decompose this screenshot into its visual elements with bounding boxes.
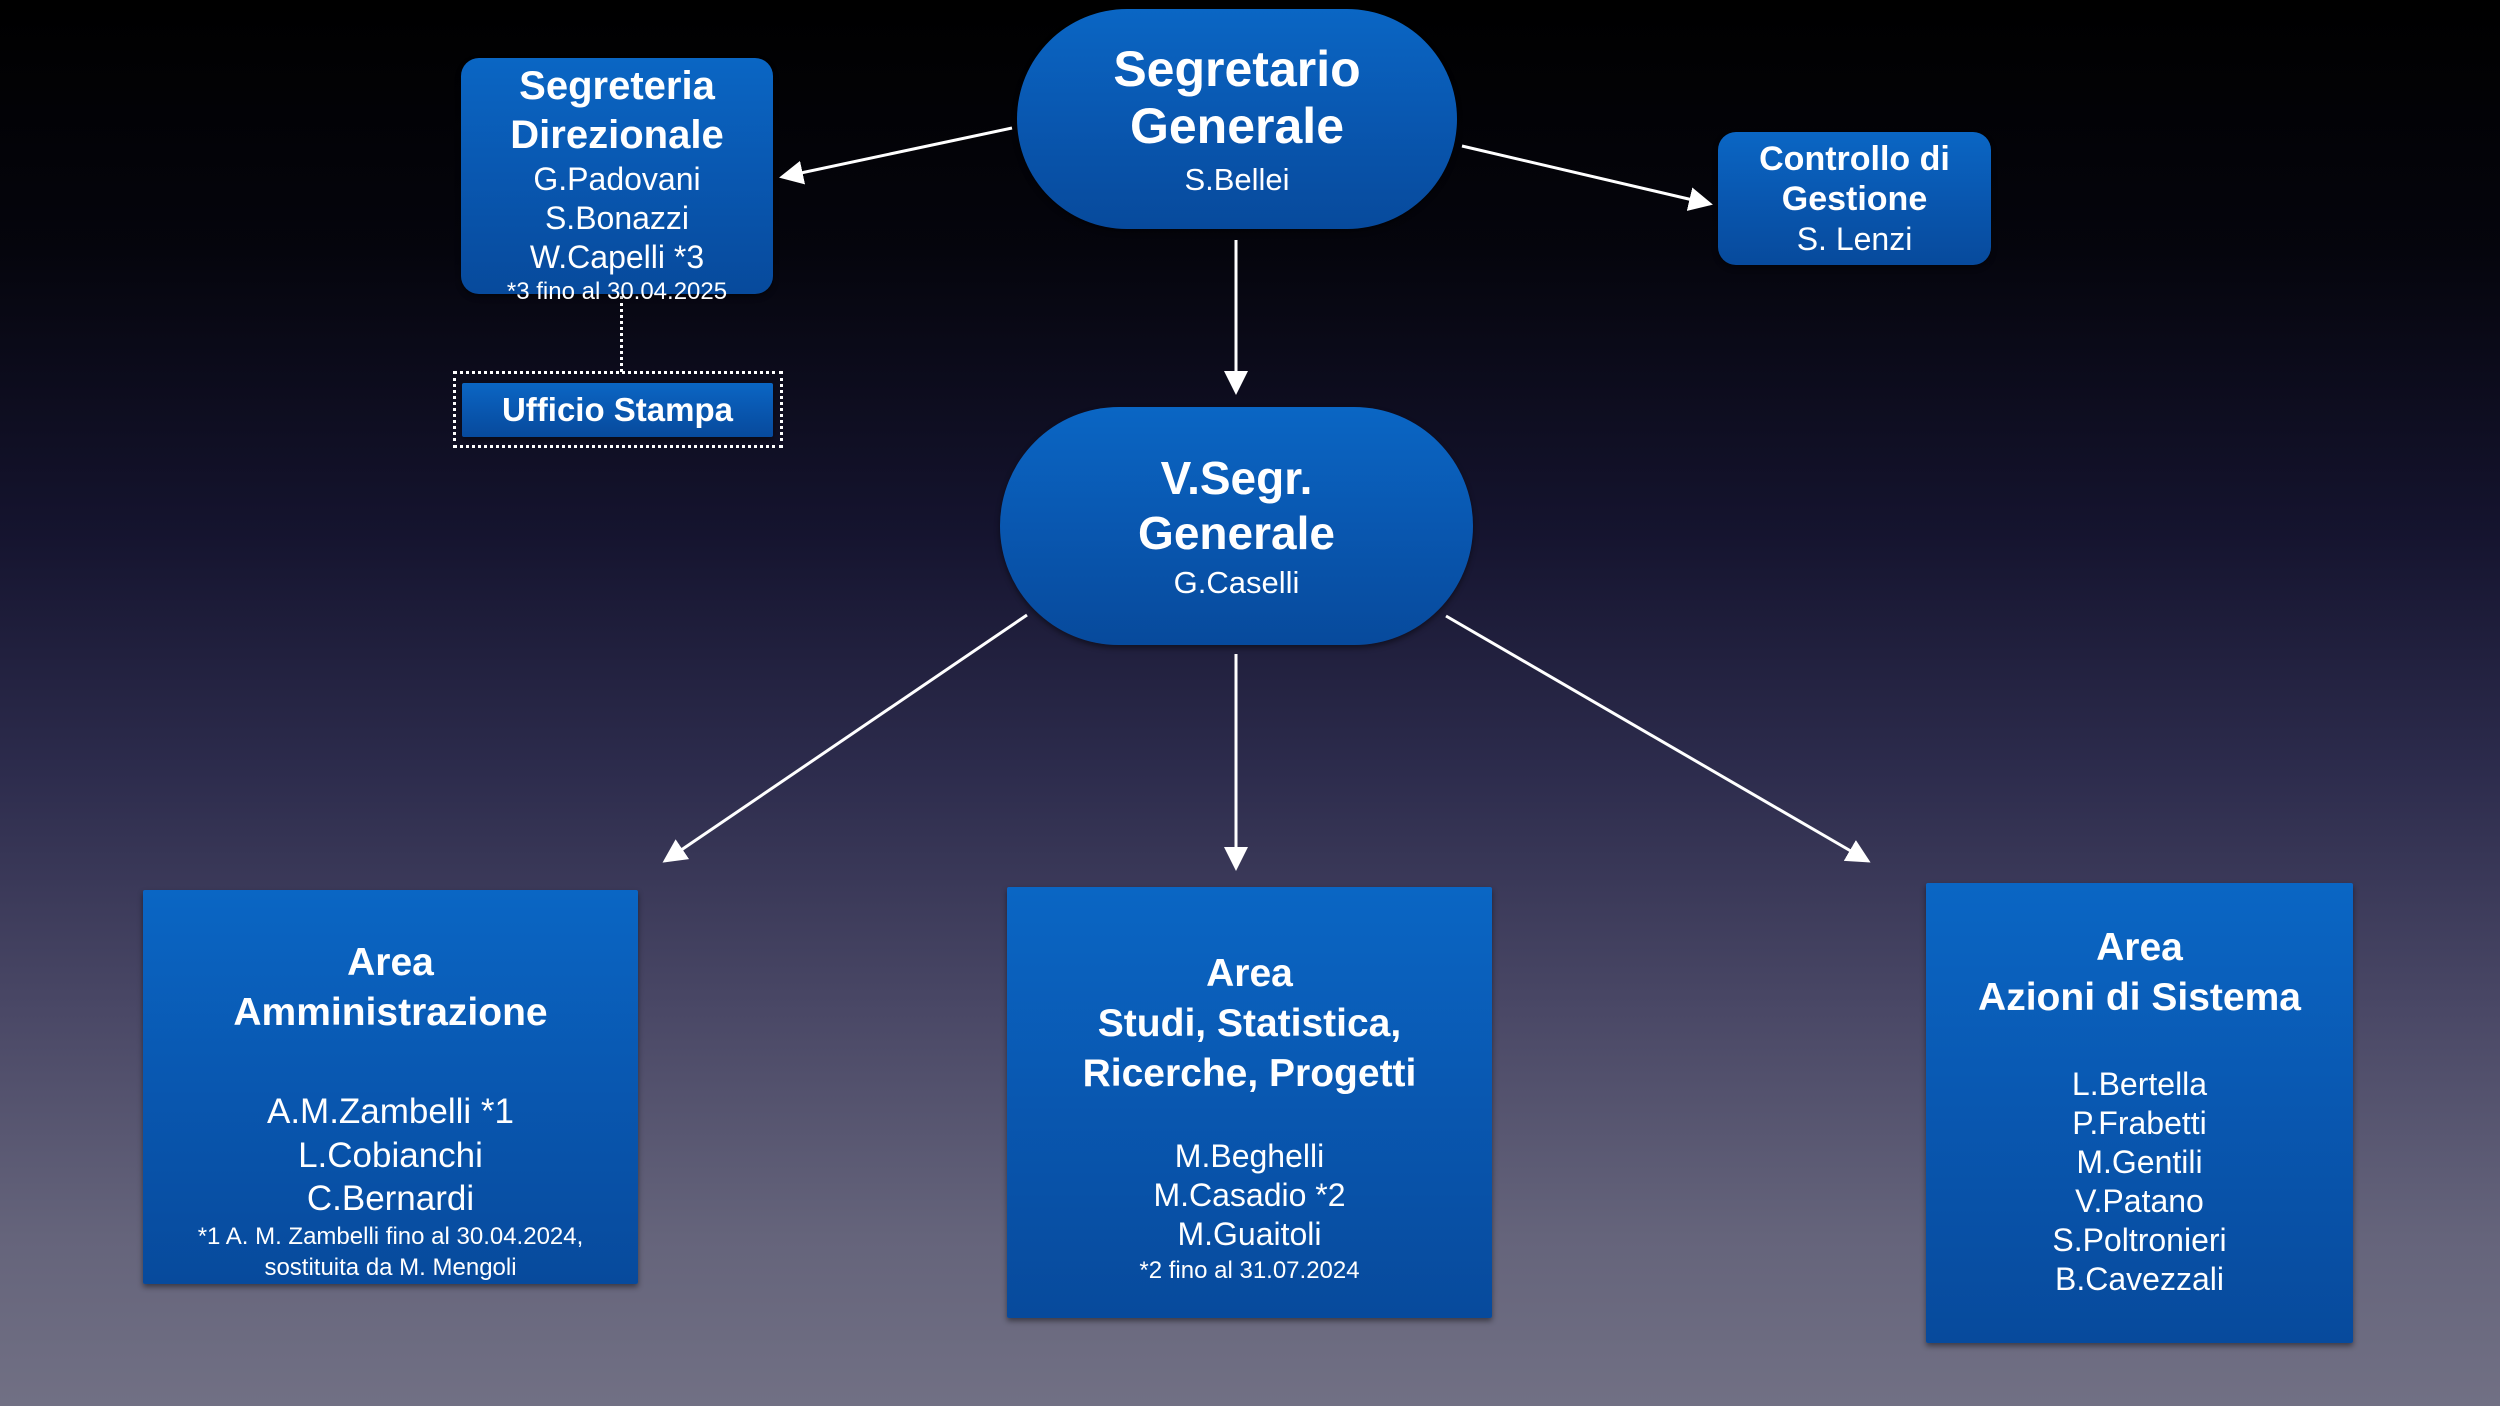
footnote: *2 fino al 31.07.2024 [1139,1256,1360,1284]
title-line: V.Segr. [1160,451,1313,504]
node-controllo-gestione[interactable]: Controllo di Gestione S. Lenzi [1718,132,1991,265]
title-line: Amministrazione [233,990,548,1034]
person-name: S.Poltronieri [2052,1221,2227,1258]
node-title: Area Amministrazione [233,938,547,1038]
node-title: V.Segr. Generale [1138,451,1335,561]
node-vice-segretario[interactable]: V.Segr. Generale G.Caselli [1000,407,1473,645]
node-ufficio-stampa[interactable]: Ufficio Stampa [462,383,773,437]
node-title: Controllo di Gestione [1759,139,1950,221]
person-name: B.Cavezzali [2055,1260,2224,1297]
person-name: M.Beghelli [1174,1137,1325,1174]
title-line: Area [2096,926,2183,969]
people-list: A.M.Zambelli *1 L.Cobianchi C.Bernardi *… [198,1090,584,1284]
person-name: L.Bertella [2071,1065,2208,1102]
person-name: M.Gentili [2076,1143,2203,1180]
title-line: Direzionale [510,112,724,157]
people-list: L.Bertella P.Frabetti M.Gentili V.Patano… [2052,1065,2226,1299]
node-title: Area Azioni di Sistema [1978,923,2301,1023]
node-area-studi[interactable]: Area Studi, Statistica, Ricerche, Proget… [1007,887,1492,1318]
arrow-sg-to-segreteria [779,126,1013,185]
person-name: M.Guaitoli [1177,1216,1322,1253]
title-line: Generale [1138,507,1335,559]
person-name: C.Bernardi [306,1179,475,1219]
dotted-link-segreteria-to-stampa [620,296,623,372]
title-line: Area [347,941,434,984]
node-area-azioni-sistema[interactable]: Area Azioni di Sistema L.Bertella P.Frab… [1926,883,2353,1343]
title-line: Area [1206,952,1293,995]
person-name: A.M.Zambelli *1 [266,1091,515,1131]
person-name: G.Caselli [1173,565,1300,601]
title-line: Ricerche, Progetti [1082,1051,1417,1095]
node-title: Segreteria Direzionale [510,62,723,160]
person-name: S.Bellei [1184,161,1290,197]
title-line: Segreteria [519,64,715,108]
person-name: P.Frabetti [2072,1104,2207,1141]
person-name: W.Capelli *3 [529,238,705,275]
title-line: Gestione [1781,180,1928,219]
person-name: L.Cobianchi [298,1135,483,1175]
arrow-vice-to-azioni [1445,614,1871,863]
title-line: Azioni di Sistema [1978,975,2301,1019]
title-line: Generale [1129,98,1344,154]
ufficio-stampa-dotted-frame [453,371,783,448]
arrow-sg-to-controllo [1461,144,1713,211]
node-title: Segretario Generale [1113,41,1360,156]
person-name: G.Padovani [533,160,701,197]
footnote: *3 fino al 30.04.2025 [506,277,728,305]
person-name: S.Bonazzi [544,199,690,236]
title-line: Segretario [1113,40,1361,97]
people-list: M.Beghelli M.Casadio *2 M.Guaitoli *2 fi… [1139,1137,1359,1286]
title-line: Studi, Statistica, [1097,1001,1402,1045]
title-line: Controllo di [1759,139,1950,178]
footnote: sostituita da M. Mengoli [264,1254,517,1282]
person-name: M.Casadio *2 [1153,1177,1346,1214]
person-name: S. Lenzi [1796,221,1913,258]
node-segreteria-direzionale[interactable]: Segreteria Direzionale G.Padovani S.Bona… [461,58,773,305]
arrow-vice-to-amministrazione [662,613,1028,863]
person-name: V.Patano [2075,1182,2204,1219]
node-segretario-generale[interactable]: Segretario Generale S.Bellei [1017,9,1457,229]
node-area-amministrazione[interactable]: Area Amministrazione A.M.Zambelli *1 L.C… [143,890,638,1284]
footnote: *1 A. M. Zambelli fino al 30.04.2024, [197,1223,584,1251]
node-title: Ufficio Stampa [501,391,734,429]
node-title: Area Studi, Statistica, Ricerche, Proget… [1083,949,1417,1099]
